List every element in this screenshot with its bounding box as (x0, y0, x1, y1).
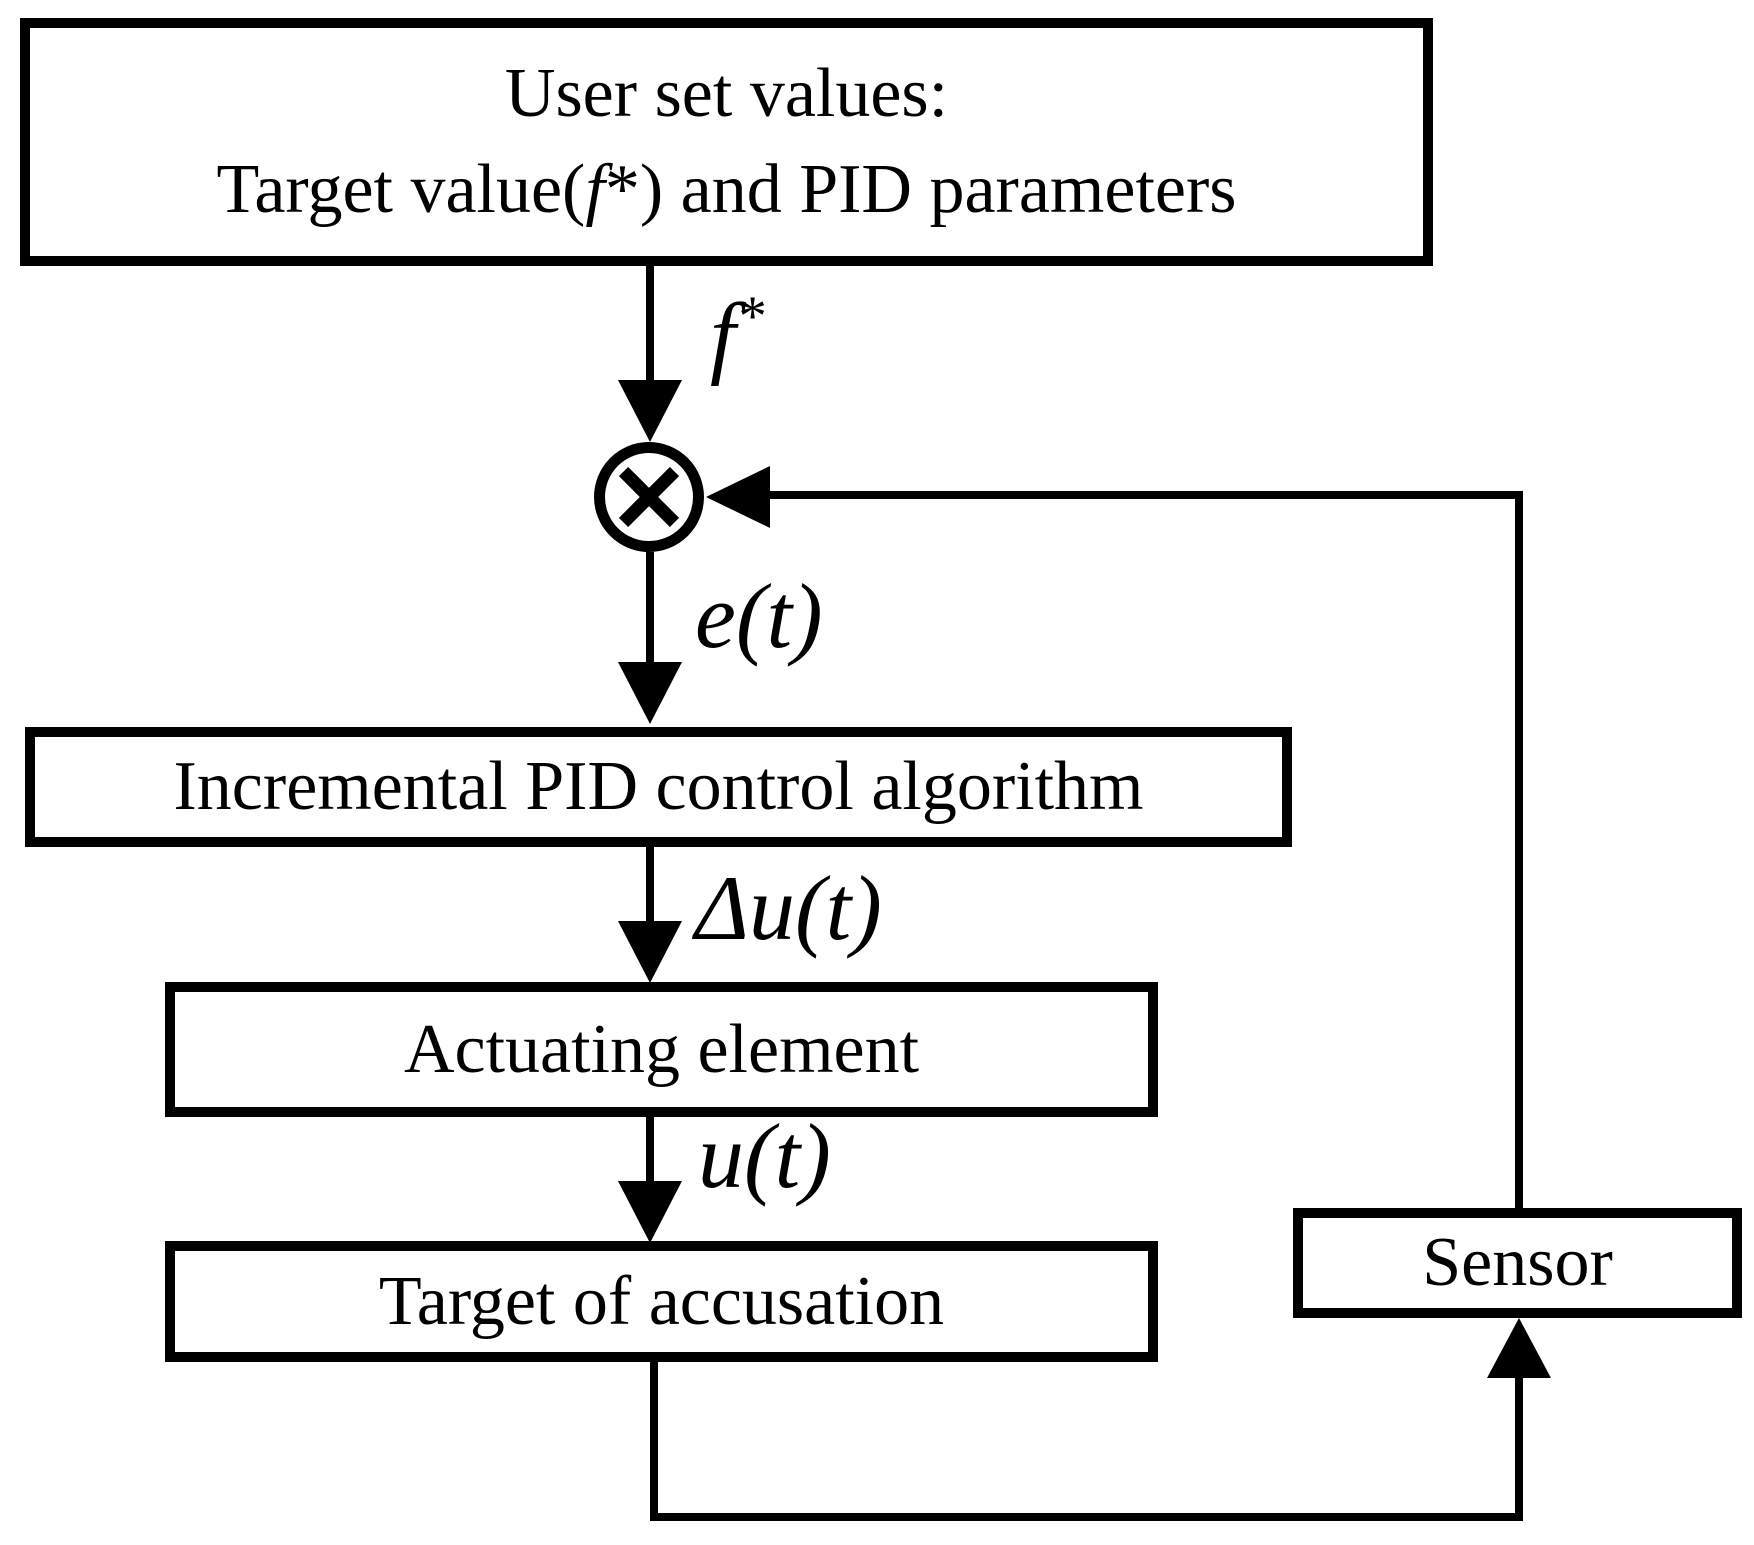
connector-feedback-rise (1515, 495, 1523, 1208)
sensor-label: Sensor (1422, 1224, 1613, 1301)
pid-algorithm-label: Incremental PID control algorithm (173, 748, 1144, 825)
actuating-element-label: Actuating element (403, 1010, 920, 1088)
node-user-set-values: User set values: Target value(f*) and PI… (20, 18, 1433, 266)
connector-feedback-bottom (650, 1513, 1523, 1521)
setpoint-superscript: * (735, 285, 765, 348)
connector-error-line (646, 552, 654, 664)
summing-junction-icon (594, 442, 704, 552)
user-set-values-line2: Target value(f*) and PID parameters (216, 142, 1236, 238)
node-pid-algorithm: Incremental PID control algorithm (25, 727, 1292, 847)
line2-post: *) and PID parameters (604, 151, 1237, 228)
error-label: e(t) (695, 565, 823, 667)
connector-control-increment-line (646, 847, 654, 924)
connector-feedback-top (768, 491, 1523, 499)
connector-feedback-drop (650, 1362, 658, 1521)
node-target-of-accusation: Target of accusation (165, 1241, 1158, 1362)
connector-control-output-line (646, 1117, 654, 1185)
connector-feedback-to-sensor (1515, 1376, 1523, 1521)
setpoint-label: f* (710, 288, 764, 381)
control-increment-label: Δu(t) (695, 857, 882, 959)
connector-setpoint-line (646, 266, 654, 382)
arrowhead-left-icon (706, 466, 770, 528)
node-sensor: Sensor (1293, 1208, 1742, 1318)
arrowhead-down-icon (618, 921, 682, 983)
control-output-label: u(t) (698, 1105, 831, 1207)
arrowhead-up-icon (1487, 1318, 1551, 1378)
user-set-values-line1: User set values: (504, 55, 949, 132)
line2-f-symbol: f (585, 151, 605, 228)
arrowhead-down-icon (618, 380, 682, 442)
line2-pre: Target value( (216, 151, 586, 228)
arrowhead-down-icon (618, 1181, 682, 1243)
target-of-accusation-label: Target of accusation (378, 1262, 945, 1340)
setpoint-base: f (710, 284, 736, 387)
node-actuating-element: Actuating element (165, 982, 1158, 1117)
arrowhead-down-icon (618, 662, 682, 724)
